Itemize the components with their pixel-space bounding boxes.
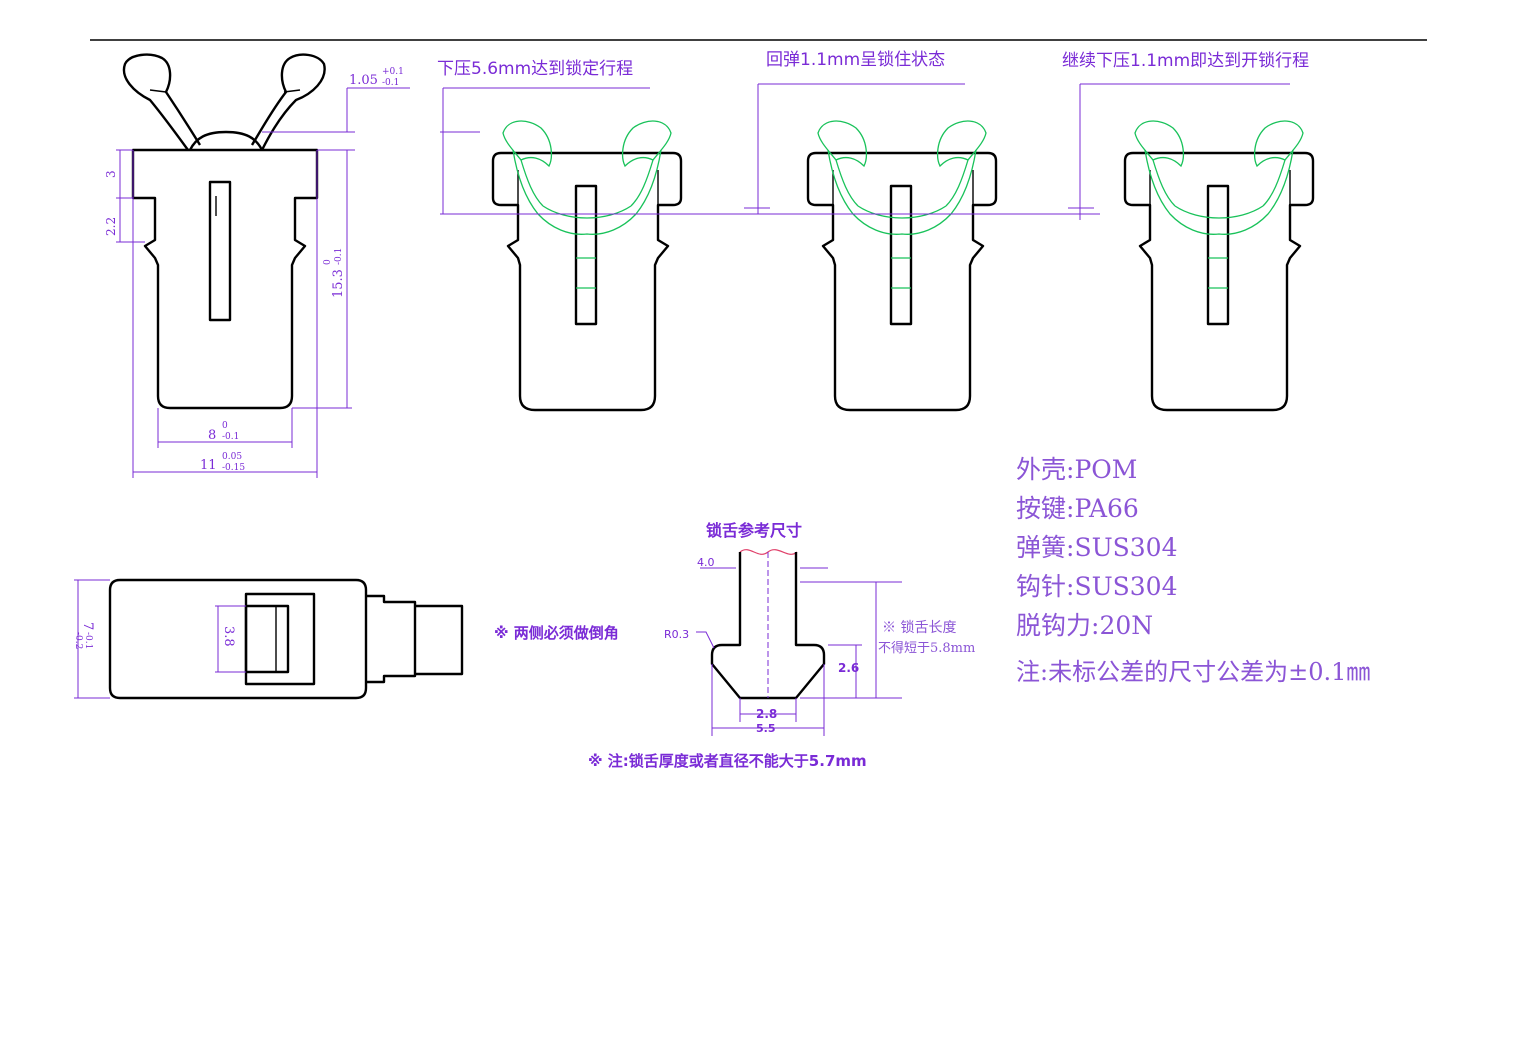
svg-text:0: 0	[222, 421, 228, 431]
tongue-footer-note: ※ 注:锁舌厚度或者直径不能大于5.7mm	[588, 752, 867, 770]
chamfer-note: ※ 两侧必须做倒角	[494, 624, 619, 642]
chamfer-radius: R0.3	[664, 628, 689, 641]
step-3-label: 继续下压1.1mm即达到开锁行程	[1062, 51, 1309, 71]
tongue-drawing	[696, 549, 902, 736]
tongue-title: 锁舌参考尺寸	[706, 521, 802, 540]
front-slot	[208, 180, 232, 322]
spec-row-housing: 外壳:POM	[1016, 455, 1137, 484]
svg-text:0.05: 0.05	[222, 452, 242, 462]
svg-text:-0.15: -0.15	[222, 463, 245, 473]
svg-text:0: 0	[323, 259, 333, 265]
dim-bottom-inner: 3.8	[221, 626, 236, 647]
spec-row-button: 按键:PA66	[1016, 494, 1139, 523]
state-view-3	[1123, 119, 1315, 412]
front-button-cap	[188, 130, 264, 151]
front-right-wing	[250, 53, 326, 151]
state-view-1	[491, 119, 683, 412]
tongue-dim-5-5: 5.5	[756, 722, 776, 735]
travel-lines	[440, 83, 1290, 220]
spec-list: 外壳:POM 按键:PA66 弹簧:SUS304 钩针:SUS304 脱钩力:2…	[1016, 455, 1177, 640]
dim-side-2-2: 2.2	[104, 217, 118, 236]
dim-width-outer: 11 0.05 -0.15	[200, 452, 245, 473]
length-note-line2: 不得短于5.8mm	[878, 640, 975, 656]
tongue-dim-2-8: 2.8	[756, 707, 777, 721]
spec-row-release-force: 脱钩力:20N	[1016, 611, 1153, 640]
front-dimensions	[116, 87, 410, 478]
spec-row-spring: 弹簧:SUS304	[1016, 533, 1177, 562]
bottom-view	[74, 578, 464, 700]
svg-text:-0.1: -0.1	[83, 632, 93, 649]
front-left-wing	[122, 53, 202, 151]
state-view-2	[806, 119, 998, 412]
svg-text:-0.1: -0.1	[334, 248, 344, 265]
svg-text:11: 11	[200, 458, 217, 473]
svg-text:15.3: 15.3	[331, 269, 346, 298]
dim-bottom-thick: 7 -0.1 -0.2	[73, 622, 95, 649]
spec-row-hook: 钩针:SUS304	[1016, 572, 1177, 601]
svg-text:8: 8	[208, 428, 216, 443]
svg-text:-0.1: -0.1	[382, 78, 399, 88]
tongue-dim-2-6: 2.6	[838, 661, 859, 675]
step-2-label: 回弹1.1mm呈锁住状态	[766, 50, 945, 70]
front-housing	[131, 148, 319, 410]
dim-top-offset: 1.05 +0.1 -0.1	[349, 67, 404, 88]
svg-text:1.05: 1.05	[349, 73, 378, 88]
dim-side-3: 3	[104, 170, 118, 178]
front-view	[122, 53, 326, 410]
dim-width-inner: 8 0 -0.1	[208, 421, 239, 443]
svg-text:+0.1: +0.1	[382, 67, 404, 77]
svg-text:-0.1: -0.1	[222, 432, 239, 442]
tolerance-note: 注:未标公差的尺寸公差为±0.1㎜	[1016, 658, 1370, 686]
svg-text:7: 7	[80, 622, 95, 630]
svg-text:-0.2: -0.2	[73, 632, 83, 649]
dim-height: 15.3 0 -0.1	[323, 248, 346, 298]
tongue-dim-4-0: 4.0	[697, 556, 715, 569]
step-1-label: 下压5.6mm达到锁定行程	[437, 59, 633, 79]
length-note-line1: ※ 锁舌长度	[882, 620, 956, 636]
